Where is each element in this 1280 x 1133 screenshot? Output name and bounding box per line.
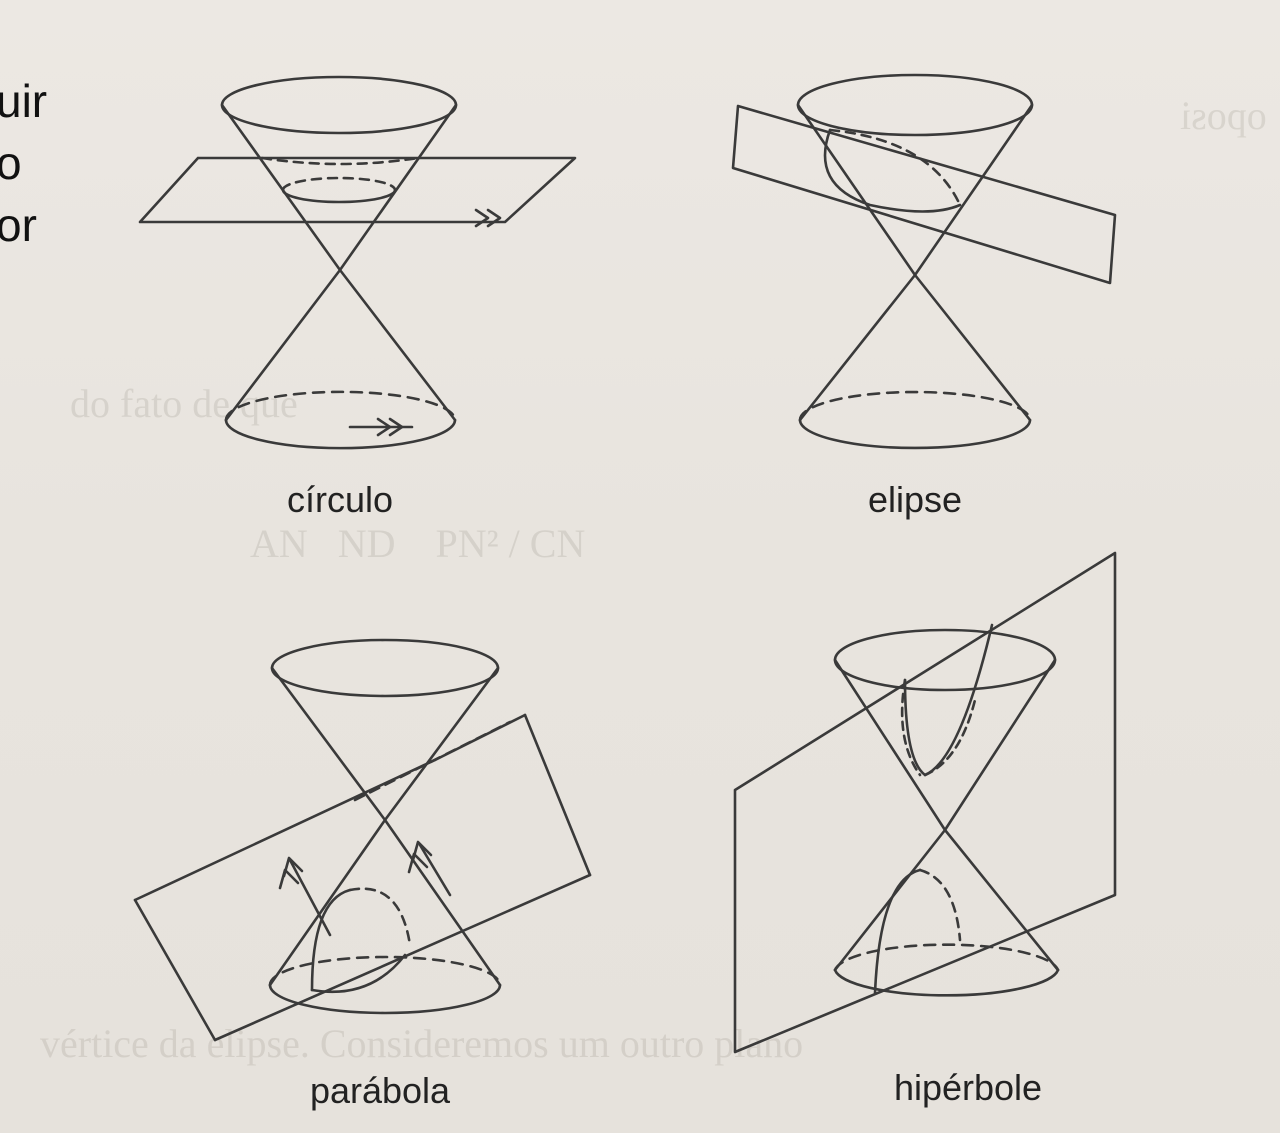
upper-cone bbox=[220, 75, 458, 272]
hidden-edge bbox=[353, 720, 512, 802]
lower-cone bbox=[224, 268, 457, 450]
circle-curve bbox=[281, 176, 397, 204]
bleed-through-text: do fato de que bbox=[70, 381, 298, 426]
ellipse-section-diagram: elipse bbox=[731, 73, 1117, 520]
upper-cone bbox=[833, 628, 1057, 832]
label-parabola: parábola bbox=[310, 1070, 451, 1111]
label-hiperbole: hipérbole bbox=[894, 1067, 1042, 1108]
axis-arrow-icon bbox=[278, 856, 332, 937]
lower-cone bbox=[798, 273, 1032, 450]
hyperbola-lower-branch bbox=[873, 868, 962, 995]
upper-cone bbox=[796, 73, 1034, 277]
ellipse-curve bbox=[823, 128, 962, 213]
hyperbola-upper-branch bbox=[900, 623, 994, 777]
cut-off-line: or bbox=[0, 199, 37, 251]
parabola-section-diagram: parábola bbox=[133, 638, 592, 1111]
hyperbola-section-diagram: hipérbole bbox=[733, 551, 1117, 1108]
hidden-edge bbox=[260, 156, 420, 166]
bleed-through-text: vértice da elipse. Consideremos um outro… bbox=[40, 1021, 804, 1066]
cut-off-line: o bbox=[0, 137, 22, 189]
cutting-plane bbox=[133, 713, 592, 1042]
circle-section-diagram: círculo bbox=[138, 75, 577, 520]
parallel-arrow-icon bbox=[474, 208, 502, 228]
cutting-plane bbox=[731, 104, 1117, 285]
upper-cone bbox=[270, 638, 500, 822]
label-circulo: círculo bbox=[287, 479, 393, 520]
lower-cone bbox=[833, 828, 1060, 997]
cut-off-line: uir bbox=[0, 75, 48, 127]
bleed-through-text: AN ND PN² / CN bbox=[250, 521, 586, 566]
lower-cone bbox=[268, 818, 502, 1015]
cutting-plane bbox=[138, 156, 577, 224]
axis-arrow-icon bbox=[407, 840, 452, 897]
label-elipse: elipse bbox=[868, 479, 962, 520]
parallel-arrow-icon bbox=[348, 417, 414, 437]
cut-off-text: uir o or bbox=[0, 70, 47, 256]
cutting-plane bbox=[733, 551, 1117, 1054]
